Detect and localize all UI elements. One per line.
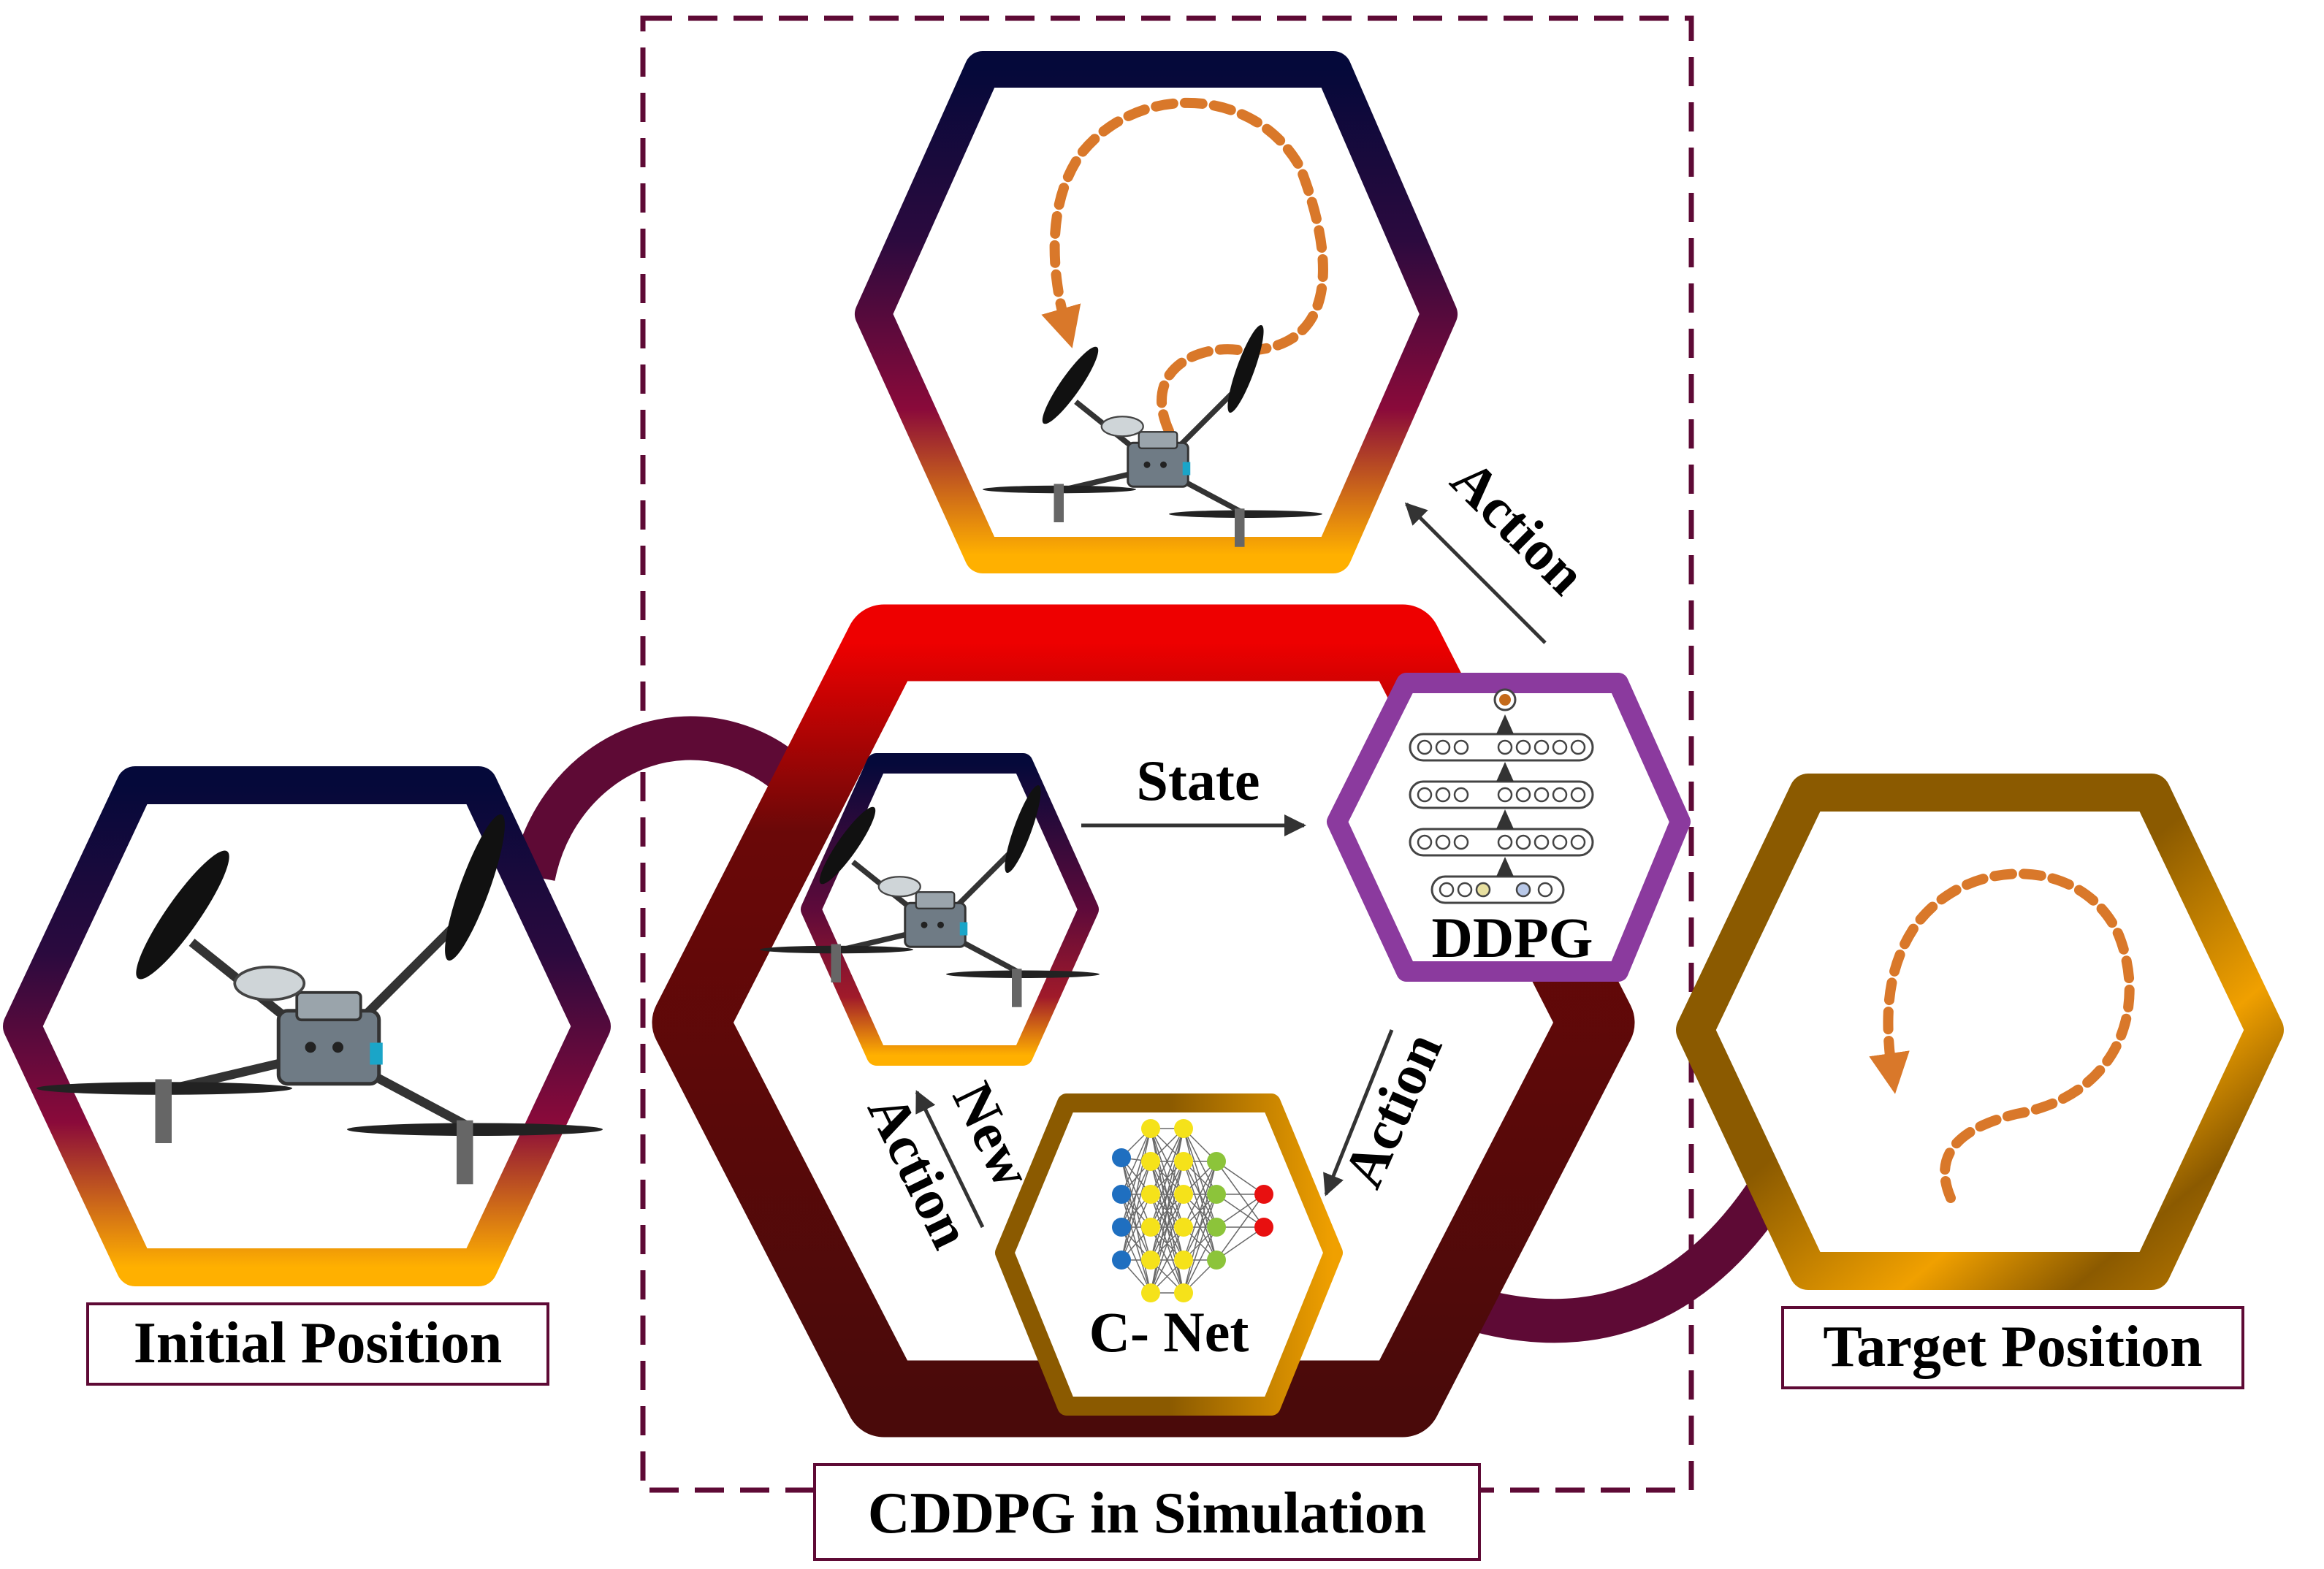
trajectory-hexagon-top <box>855 51 1458 573</box>
neural-network-icon <box>1409 688 1594 904</box>
action-arrow-top <box>1404 502 1547 644</box>
action-label-top: Action <box>1439 447 1599 606</box>
target-position-hexagon <box>1676 774 2284 1290</box>
cnet-hexagon <box>995 1093 1343 1416</box>
initial-position-box <box>86 1302 549 1386</box>
target-position-label: Target Position <box>1823 1315 2202 1379</box>
target-position-box <box>1781 1306 2244 1389</box>
trajectory-icon <box>1869 869 2135 1203</box>
new-action-arrow <box>915 1090 985 1229</box>
action-arrow-right <box>1323 1029 1394 1196</box>
ddpg-label: DDPG <box>1432 906 1593 969</box>
cnet-label: C- Net <box>1089 1300 1249 1364</box>
cddpg-core-hexagon <box>652 604 1635 1438</box>
action-label-right: Action <box>1330 1023 1454 1196</box>
state-label: State <box>1137 749 1260 812</box>
neural-network-icon <box>1112 1119 1273 1302</box>
initial-position-label: Initial Position <box>134 1311 503 1375</box>
simulation-box <box>813 1463 1481 1561</box>
connector-right <box>1462 1157 1802 1343</box>
connector-left <box>511 716 812 882</box>
simulation-label: CDDPG in Simulation <box>868 1481 1427 1546</box>
trajectory-icon <box>1041 97 1328 436</box>
